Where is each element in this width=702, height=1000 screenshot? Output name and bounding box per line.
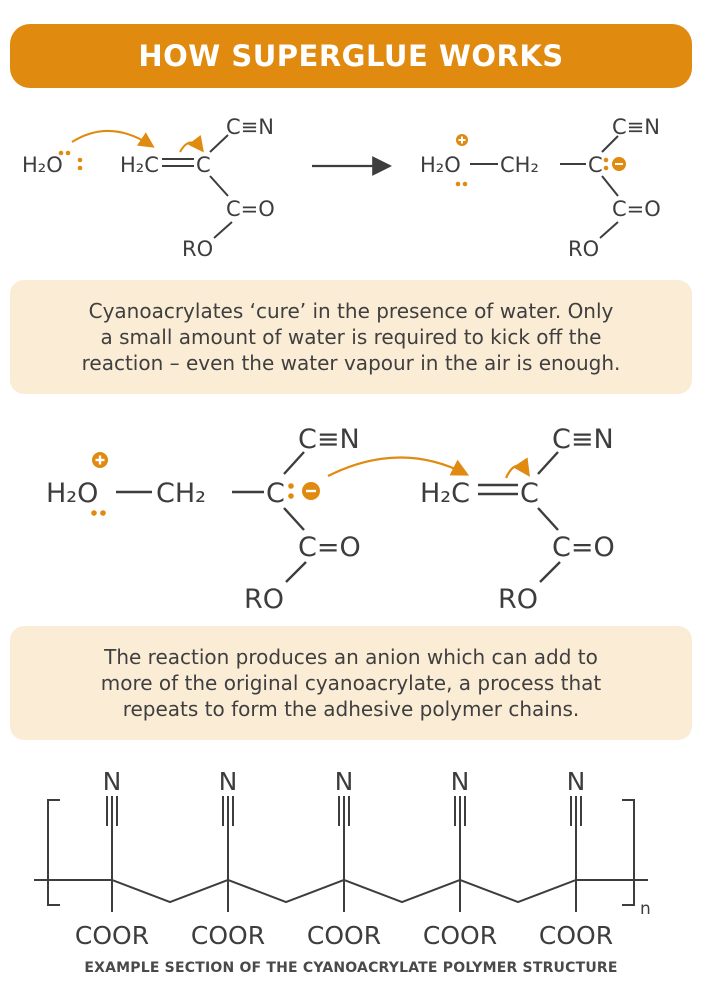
bond <box>209 134 229 153</box>
water-label: H₂O <box>22 153 63 177</box>
bridge-label: CH₂ <box>156 478 206 509</box>
coor-label: COOR <box>423 921 497 950</box>
carbon-label: C <box>520 478 539 509</box>
nitrile-label: C≡N <box>226 115 274 139</box>
nitrile-label: C≡N <box>298 424 360 455</box>
note-line: Cyanoacrylates ‘cure’ in the presence of… <box>88 299 614 323</box>
step1-product: H₂O CH₂ C C≡N C=O RO <box>420 115 661 261</box>
title-banner: HOW SUPERGLUE WORKS <box>10 24 692 88</box>
nitrogen-label: N <box>335 767 354 796</box>
lone-pair-icon <box>455 181 468 187</box>
negative-charge-icon <box>302 482 320 500</box>
water-label: H₂O <box>420 153 461 177</box>
carbonyl-label: C=O <box>552 532 615 563</box>
note-line: reaction – even the water vapour in the … <box>81 351 621 375</box>
nitrile-label: C≡N <box>552 424 614 455</box>
lone-pair-icon <box>288 483 294 499</box>
nitrogen-label: N <box>451 767 470 796</box>
nitrogen-label: N <box>103 767 122 796</box>
bond <box>213 221 233 239</box>
bond <box>285 561 307 583</box>
polymer-structure: n N COOR N COOR N COOR N COOR N COOR <box>34 767 651 950</box>
ester-label: RO <box>244 584 284 615</box>
coor-label: COOR <box>191 921 265 950</box>
bond <box>209 175 229 197</box>
positive-charge-icon <box>456 134 468 146</box>
left-bracket <box>47 799 60 906</box>
curved-arrow-icon <box>71 130 155 148</box>
right-bracket <box>622 799 635 906</box>
ester-label: RO <box>498 584 538 615</box>
carbon-label: C <box>196 153 211 177</box>
polymer-caption: EXAMPLE SECTION OF THE CYANOACRYLATE POL… <box>84 960 618 976</box>
step1-note: Cyanoacrylates ‘cure’ in the presence of… <box>10 280 692 394</box>
repeat-subscript: n <box>640 899 651 919</box>
ester-label: RO <box>182 237 213 261</box>
nitrogen-label: N <box>219 767 238 796</box>
carbon-label: C <box>588 153 603 177</box>
bond <box>283 507 305 531</box>
step2-anion: H₂O CH₂ C C≡N C=O RO <box>46 424 470 615</box>
coor-label: COOR <box>539 921 613 950</box>
positive-charge-icon <box>92 452 108 468</box>
step1-reactants: H₂O H₂C C C≡N C=O RO <box>22 115 275 261</box>
curved-arrow-icon <box>179 134 204 153</box>
lone-pair-icon <box>58 150 83 171</box>
water-label: H₂O <box>46 478 98 509</box>
nitrogen-label: N <box>567 767 586 796</box>
lone-pair-icon <box>91 510 106 516</box>
lone-pair-icon <box>603 157 609 171</box>
methylene-label: H₂C <box>120 153 159 177</box>
bond <box>283 451 305 475</box>
step2-monomer: H₂C C C≡N C=O RO <box>420 424 615 615</box>
negative-charge-icon <box>612 157 626 171</box>
note-line: The reaction produces an anion which can… <box>104 645 598 669</box>
step2-note: The reaction produces an anion which can… <box>10 626 692 740</box>
bond <box>537 507 559 531</box>
bond <box>539 561 561 583</box>
curved-arrow-icon <box>504 457 530 479</box>
note-line: repeats to form the adhesive polymer cha… <box>122 697 580 721</box>
carbonyl-label: C=O <box>612 197 661 221</box>
coor-label: COOR <box>307 921 381 950</box>
carbonyl-label: C=O <box>226 197 275 221</box>
note-line: a small amount of water is required to k… <box>100 325 602 349</box>
carbon-label: C <box>266 478 285 509</box>
bond <box>537 451 559 475</box>
coor-label: COOR <box>75 921 149 950</box>
bond <box>601 175 619 197</box>
bond <box>601 135 619 153</box>
bridge-label: CH₂ <box>500 153 539 177</box>
page-title: HOW SUPERGLUE WORKS <box>138 39 564 73</box>
carbonyl-label: C=O <box>298 532 361 563</box>
methylene-label: H₂C <box>420 478 470 509</box>
curved-arrow-icon <box>327 456 470 477</box>
ester-label: RO <box>568 237 599 261</box>
note-line: more of the original cyanoacrylate, a pr… <box>100 671 602 695</box>
nitrile-label: C≡N <box>612 115 660 139</box>
polymer-backbone <box>34 878 648 904</box>
bond <box>599 221 619 239</box>
